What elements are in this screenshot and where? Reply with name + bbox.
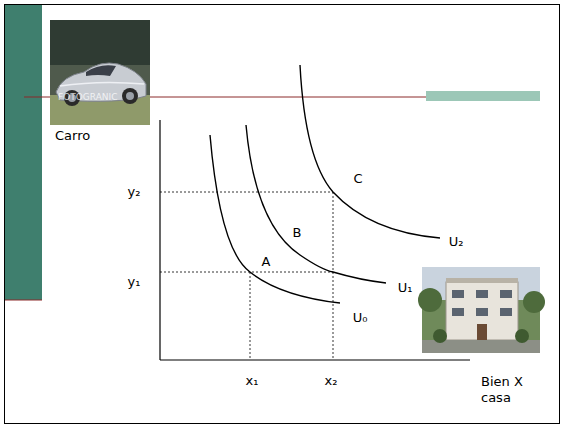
axis-title: Bien X casa bbox=[481, 374, 533, 405]
curve-label: U₁ bbox=[398, 280, 413, 296]
point-label: C bbox=[353, 171, 362, 187]
curve-u1 bbox=[246, 125, 386, 283]
bar-rule bbox=[5, 300, 42, 301]
guide-lines bbox=[160, 192, 333, 360]
side-bar bbox=[5, 5, 42, 300]
watermark-text: FOTOGRANIC bbox=[58, 92, 118, 103]
y-axis bbox=[159, 120, 160, 360]
curve-label: U₀ bbox=[353, 310, 368, 326]
x-axis bbox=[160, 359, 470, 360]
curve-u0 bbox=[210, 135, 340, 303]
tick-label: x₁ bbox=[246, 373, 259, 389]
curve-u2 bbox=[300, 65, 440, 238]
tick-label: y₂ bbox=[128, 184, 141, 200]
curve-label: U₂ bbox=[449, 234, 464, 250]
house-photo bbox=[418, 267, 545, 353]
car-photo bbox=[50, 20, 150, 125]
point-label: B bbox=[293, 225, 302, 241]
indifference-curves bbox=[210, 65, 440, 303]
point-label: A bbox=[262, 254, 271, 270]
header-accent bbox=[426, 91, 540, 101]
tick-label: y₁ bbox=[128, 274, 141, 290]
tick-label: x₂ bbox=[325, 373, 338, 389]
slide-frame bbox=[5, 5, 560, 424]
axis-title: Carro bbox=[55, 128, 90, 144]
